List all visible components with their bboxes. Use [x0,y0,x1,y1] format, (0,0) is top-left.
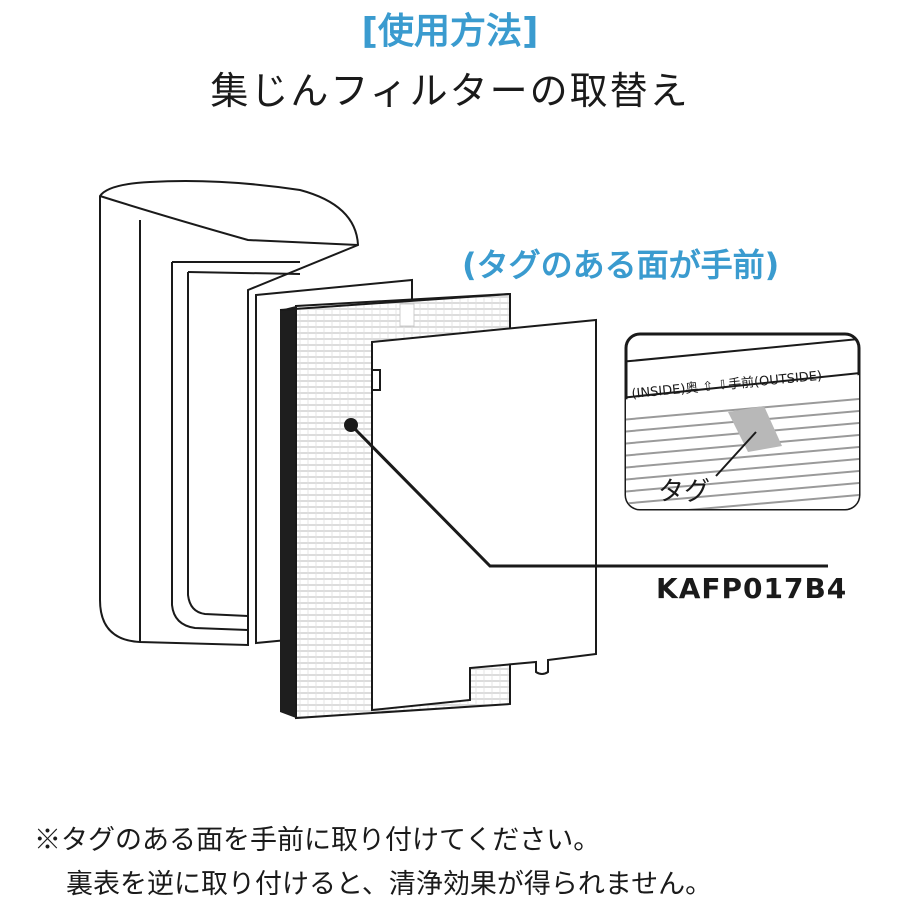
housing-outline [99,180,360,647]
inset-top-edge [626,371,859,399]
model-leader [344,418,828,568]
model-number: KAFP017B4 [656,572,848,605]
housing-top-curve [99,195,359,246]
inset-tag-leader [715,431,757,477]
tag-face-callout: (タグのある面が手前) [462,246,780,284]
housing-frame-top-inner [187,271,301,275]
front-panel [371,318,597,712]
front-panel-clip [372,369,381,391]
page-subtitle: 集じんフィルターの取替え [210,69,690,113]
inset-tag [728,406,782,452]
housing-frame-outer [171,262,249,631]
page-title: [使用方法] [361,11,539,52]
leader-line [349,423,828,568]
inset-filter-surface [626,374,859,509]
inset-tag-label: タグ [658,477,710,507]
air-purifier-housing [99,180,360,647]
housing-frame-inner [187,272,249,617]
note-line-1: ※タグのある面を手前に取り付けてください。 [34,825,601,856]
inset-band-edge [626,337,859,363]
filter-top-edge [279,293,511,311]
tag-inset: (INSIDE)奥 ⇧ ⇩手前(OUTSIDE) タグ [624,332,861,511]
note-line-2: 裏表を逆に取り付けると、清浄効果が得られません。 [66,869,713,900]
filter-top-tag [399,303,415,327]
filter-side-edge [280,306,296,718]
